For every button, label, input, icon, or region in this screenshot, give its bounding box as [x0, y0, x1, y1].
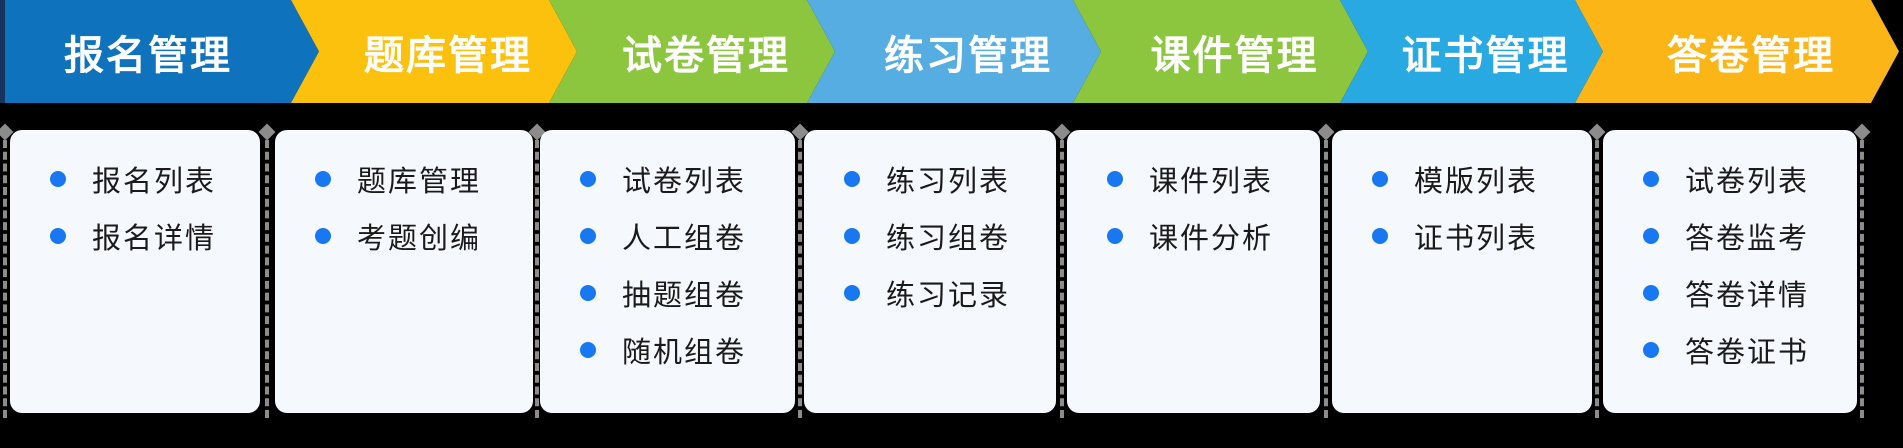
- dashed-line: [3, 140, 7, 418]
- bullet-dot-icon: [1107, 170, 1123, 187]
- step-arrow-question-bank: 题库管理: [291, 0, 577, 103]
- step-arrow-label: 证书管理: [1401, 33, 1570, 78]
- dashed-line: [535, 140, 539, 418]
- dashed-line: [1860, 140, 1864, 418]
- step-arrow-label: 报名管理: [64, 33, 232, 78]
- card-practice: 练习列表 练习组卷 练习记录: [804, 130, 1056, 413]
- feature-label: 答卷监考: [1685, 222, 1810, 255]
- feature-label: 抽题组卷: [622, 279, 747, 312]
- step-arrow-enrollment: 报名管理: [5, 0, 319, 103]
- bullet-dot-icon: [580, 170, 596, 187]
- bullet-dot-icon: [1643, 341, 1659, 358]
- feature-item: 证书列表: [1372, 207, 1582, 264]
- feature-label: 报名详情: [92, 222, 217, 255]
- step-arrow-label: 课件管理: [1150, 33, 1319, 78]
- step-arrow-practice: 练习管理: [807, 0, 1101, 103]
- step-arrow-label: 题库管理: [364, 33, 532, 78]
- feature-list: 练习列表 练习组卷 练习记录: [804, 130, 1056, 321]
- feature-list: 题库管理 考题创编: [275, 130, 533, 264]
- feature-label: 课件列表: [1149, 165, 1274, 198]
- card-enrollment: 报名列表 报名详情: [10, 130, 260, 413]
- bullet-dot-icon: [315, 170, 331, 187]
- step-arrow-label: 练习管理: [884, 33, 1052, 78]
- feature-item: 答卷证书: [1643, 321, 1847, 378]
- card-certificate: 模版列表 证书列表: [1332, 130, 1592, 413]
- bullet-dot-icon: [1372, 170, 1388, 187]
- bullet-dot-icon: [50, 170, 66, 187]
- step-arrow-label: 答卷管理: [1667, 33, 1835, 78]
- feature-item: 试卷列表: [1643, 150, 1847, 207]
- feature-list: 报名列表 报名详情: [10, 130, 260, 264]
- feature-label: 随机组卷: [622, 336, 747, 369]
- feature-list: 试卷列表 人工组卷 抽题组卷 随机组卷: [540, 130, 795, 378]
- feature-list: 课件列表 课件分析: [1067, 130, 1320, 264]
- step-arrow-certificate: 证书管理: [1340, 0, 1603, 103]
- step-arrow-answer-sheet: 答卷管理: [1575, 0, 1899, 103]
- step-arrow-label: 试卷管理: [622, 33, 790, 78]
- feature-label: 模版列表: [1414, 165, 1539, 198]
- feature-list: 模版列表 证书列表: [1332, 130, 1592, 264]
- feature-item: 练习记录: [844, 264, 1046, 321]
- feature-label: 题库管理: [357, 165, 482, 198]
- feature-label: 答卷证书: [1685, 336, 1810, 369]
- bullet-dot-icon: [1643, 227, 1659, 244]
- dashed-line: [1060, 140, 1064, 418]
- feature-item: 报名列表: [50, 150, 250, 207]
- feature-item: 考题创编: [315, 207, 523, 264]
- bullet-dot-icon: [844, 170, 860, 187]
- feature-item: 模版列表: [1372, 150, 1582, 207]
- bullet-dot-icon: [315, 227, 331, 244]
- bullet-dot-icon: [844, 284, 860, 301]
- step-arrow-exam-paper: 试卷管理: [549, 0, 835, 103]
- feature-item: 人工组卷: [580, 207, 785, 264]
- feature-label: 练习组卷: [886, 222, 1011, 255]
- feature-label: 考题创编: [357, 222, 482, 255]
- first-arrow-dark-edge: [0, 0, 6, 103]
- card-exam-paper: 试卷列表 人工组卷 抽题组卷 随机组卷: [540, 130, 795, 413]
- card-answer-sheet: 试卷列表 答卷监考 答卷详情 答卷证书: [1603, 130, 1857, 413]
- feature-label: 答卷详情: [1685, 279, 1810, 312]
- step-arrow-courseware: 课件管理: [1073, 0, 1368, 103]
- bullet-dot-icon: [1372, 227, 1388, 244]
- card-question-bank: 题库管理 考题创编: [275, 130, 533, 413]
- feature-label: 证书列表: [1414, 222, 1539, 255]
- feature-label: 报名列表: [92, 165, 217, 198]
- bullet-dot-icon: [1643, 284, 1659, 301]
- feature-item: 练习列表: [844, 150, 1046, 207]
- feature-label: 试卷列表: [1685, 165, 1810, 198]
- feature-item: 课件分析: [1107, 207, 1310, 264]
- bullet-dot-icon: [1643, 170, 1659, 187]
- feature-label: 课件分析: [1149, 222, 1274, 255]
- feature-item: 练习组卷: [844, 207, 1046, 264]
- feature-item: 答卷详情: [1643, 264, 1847, 321]
- bullet-dot-icon: [580, 227, 596, 244]
- feature-item: 抽题组卷: [580, 264, 785, 321]
- feature-list: 试卷列表 答卷监考 答卷详情 答卷证书: [1603, 130, 1857, 378]
- dashed-line: [265, 140, 269, 418]
- feature-item: 课件列表: [1107, 150, 1310, 207]
- feature-item: 随机组卷: [580, 321, 785, 378]
- bullet-dot-icon: [844, 227, 860, 244]
- bullet-dot-icon: [580, 284, 596, 301]
- feature-label: 人工组卷: [622, 222, 747, 255]
- card-courseware: 课件列表 课件分析: [1067, 130, 1320, 413]
- feature-label: 练习列表: [886, 165, 1011, 198]
- dashed-line: [798, 140, 802, 418]
- diamond-icon: [258, 123, 276, 141]
- dashed-line: [1324, 140, 1328, 418]
- bullet-dot-icon: [50, 227, 66, 244]
- feature-item: 答卷监考: [1643, 207, 1847, 264]
- feature-label: 练习记录: [886, 279, 1011, 312]
- feature-label: 试卷列表: [622, 165, 747, 198]
- bullet-dot-icon: [1107, 227, 1123, 244]
- feature-item: 试卷列表: [580, 150, 785, 207]
- bullet-dot-icon: [580, 341, 596, 358]
- feature-item: 报名详情: [50, 207, 250, 264]
- dashed-line: [1595, 140, 1599, 418]
- feature-item: 题库管理: [315, 150, 523, 207]
